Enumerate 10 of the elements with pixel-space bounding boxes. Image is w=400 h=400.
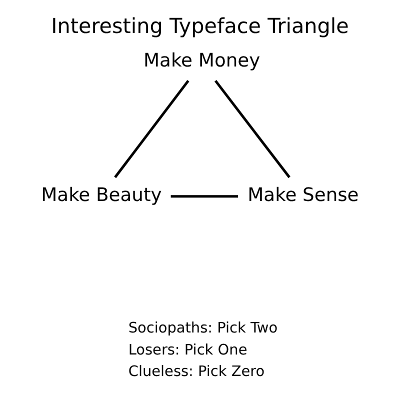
node-text: Make Sense [248,184,359,206]
connector [114,80,190,178]
node-text: Make Money [143,50,260,72]
connector [214,80,290,178]
label: Clueless: Pick Zero [128,364,265,380]
connector [170,195,238,198]
label: Sociopaths: Pick Two [128,320,278,337]
node-text: Make Beauty [41,184,162,206]
label: Losers: Pick One [128,342,248,358]
diagram-title: Interesting Typeface Triangle [51,14,349,38]
